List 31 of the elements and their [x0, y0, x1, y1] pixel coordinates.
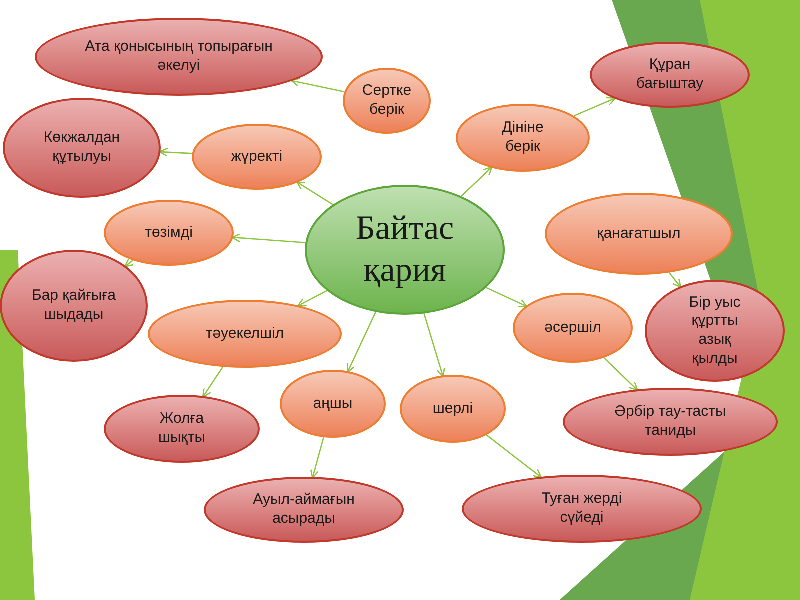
- arrow: [202, 366, 224, 398]
- ellipse-node: Ауыл-аймағын асырады: [204, 477, 404, 543]
- central-ellipse: Байтас қария: [305, 185, 505, 315]
- arrow: [461, 166, 493, 197]
- ellipse-node: шерлі: [400, 375, 506, 443]
- arrow: [159, 148, 192, 158]
- ellipse-node: Бір уыс құртты азық қылды: [645, 280, 785, 382]
- arrow: [290, 78, 345, 93]
- ellipse-node: қанағатшыл: [545, 193, 733, 275]
- arrow: [486, 287, 528, 308]
- ellipse-node: жүректі: [192, 124, 322, 190]
- arrow: [310, 437, 324, 479]
- ellipse-node: Дініне берік: [456, 104, 590, 172]
- ellipse-node: Әрбір тау-тасты таниды: [563, 388, 778, 456]
- arrow: [297, 290, 328, 307]
- ellipse-node: тәуекелшіл: [148, 300, 342, 368]
- ellipse-node: әсершіл: [513, 293, 633, 363]
- ellipse-node: төзімді: [104, 200, 234, 266]
- ellipse-node: Бар қайғыға шыдады: [0, 250, 148, 362]
- ellipse-node: Жолға шықты: [104, 395, 260, 463]
- ellipse-node: аңшы: [280, 370, 386, 438]
- arrow: [124, 258, 135, 268]
- arrow: [668, 272, 682, 288]
- ellipse-node: Ата қонысының топырағын әкелуі: [35, 18, 323, 96]
- arrow: [296, 181, 334, 206]
- arrow: [424, 314, 446, 378]
- ellipse-node: Туған жерді сүйеді: [462, 475, 702, 543]
- ellipse-node: Көкжалдан құтылуы: [3, 98, 161, 198]
- arrow: [574, 97, 616, 117]
- arrow: [232, 234, 306, 244]
- ellipse-node: Сертке берік: [343, 68, 431, 134]
